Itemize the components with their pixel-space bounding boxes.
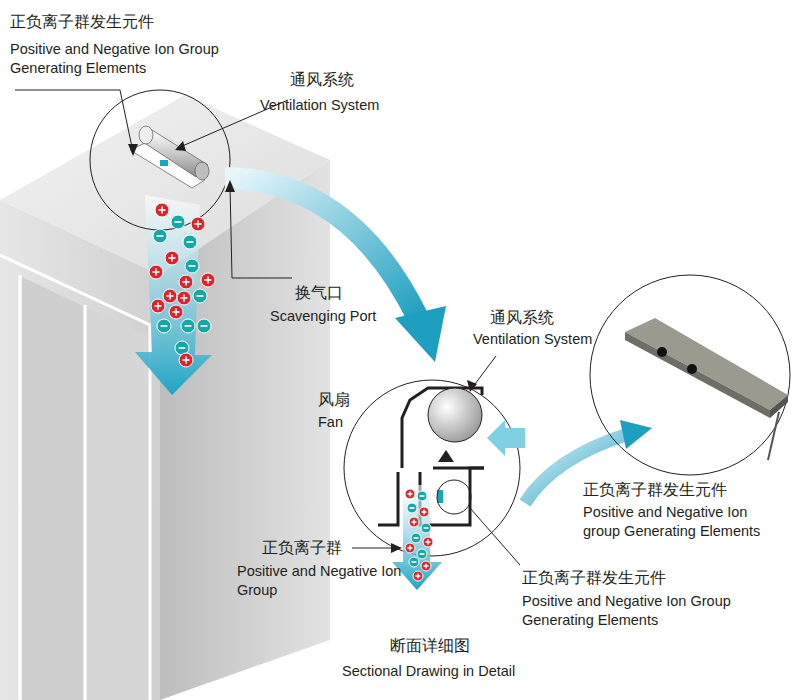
air-arrow — [438, 450, 454, 462]
callout-label: 断面详细图 — [390, 636, 470, 657]
callout-label: Sectional Drawing in Detail — [342, 662, 515, 681]
car-door — [0, 255, 150, 700]
flow-arrow-head — [620, 420, 652, 449]
callout-label: 通风系统 — [490, 308, 554, 329]
callout-label: Positive and Negative Ion Group Generati… — [10, 40, 260, 78]
callout-label: 通风系统 — [290, 70, 354, 91]
callout-label: Ventilation System — [473, 330, 592, 349]
leader-arrow — [467, 380, 477, 392]
callout-label: Ventilation System — [260, 96, 379, 115]
callout-label: Positive and Negative Ion Group Generati… — [522, 592, 772, 630]
leader-line — [15, 90, 520, 565]
callout-label: Positive and Negative Ion Group — [237, 562, 407, 600]
door-shade — [87, 308, 148, 700]
duct-section — [378, 388, 484, 525]
leader-arrow — [391, 543, 402, 553]
callout-label: Fan — [318, 413, 343, 432]
leader-arrow — [225, 180, 235, 192]
leader-arrow — [175, 141, 186, 151]
ventilation-cylinder — [139, 126, 209, 180]
leader-arrow — [128, 144, 138, 156]
ion-symbols — [149, 203, 433, 581]
callout-label: 正负离子群 — [262, 538, 342, 559]
callout-label: Scavenging Port — [270, 307, 376, 326]
callout-label: 正负离子群发生元件 — [522, 568, 666, 589]
callout-label: 风扇 — [318, 390, 350, 411]
callout-label: Positive and Negative Ion group Generati… — [583, 503, 783, 541]
detail-circle — [90, 90, 230, 230]
detail-marker — [437, 480, 471, 514]
door-shade — [22, 277, 83, 700]
fan — [428, 388, 482, 442]
flow-arrow — [225, 178, 418, 318]
intake-arrow — [487, 420, 525, 456]
car-front — [0, 200, 160, 700]
ion-generating-plate — [625, 318, 788, 460]
callout-label: 正负离子群发生元件 — [583, 480, 727, 501]
ion-flow — [135, 195, 212, 395]
callout-label: 正负离子群发生元件 — [10, 12, 154, 33]
callout-label: 换气口 — [295, 283, 343, 304]
flow-arrow-head — [395, 306, 446, 362]
detail-circle — [344, 380, 520, 556]
car-side — [160, 160, 330, 700]
detail-circle — [590, 275, 790, 475]
